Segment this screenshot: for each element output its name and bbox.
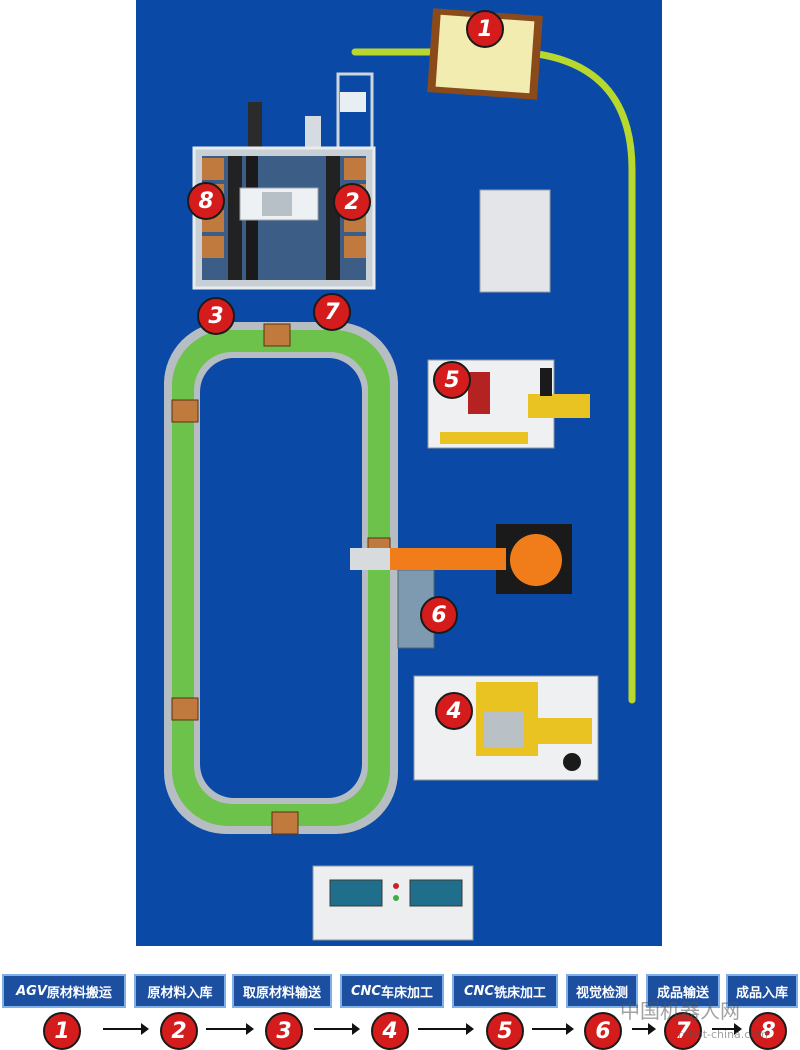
- step-7-text: 成品输送: [656, 985, 709, 1001]
- step-3-text: 取原材料输送: [242, 985, 321, 1001]
- watermark-site: robot-china.com: [678, 1028, 768, 1041]
- step-5-text: 铣床加工: [493, 985, 546, 1001]
- industrial-robot: [350, 524, 572, 649]
- staging-table: [479, 189, 551, 293]
- step-6-label: 视觉检测: [566, 974, 638, 1008]
- marker-7: 7: [313, 293, 351, 331]
- step-1-text: 原材料搬运: [46, 985, 112, 1001]
- loop-conveyor: [164, 322, 398, 835]
- marker-3: 3: [197, 297, 235, 335]
- marker-5: 5: [433, 361, 471, 399]
- flow-arrow-6: [632, 1023, 656, 1035]
- step-3-label: 取原材料输送: [232, 974, 332, 1008]
- step-3-number: 3: [265, 1012, 303, 1050]
- flow-arrow-7: [712, 1023, 742, 1035]
- step-8-label: 成品入库: [726, 974, 798, 1008]
- marker-4: 4: [435, 692, 473, 730]
- step-6-text: 视觉检测: [575, 985, 628, 1001]
- step-1-number: 1: [43, 1012, 81, 1050]
- watermark-brand: 中国机器人网: [620, 999, 740, 1023]
- marker-8: 8: [187, 182, 225, 220]
- marker-6: 6: [420, 596, 458, 634]
- step-4-prefix: CNC: [351, 983, 381, 999]
- agv-cart: [427, 8, 543, 100]
- step-5-number: 5: [486, 1012, 524, 1050]
- step-4-number: 4: [371, 1012, 409, 1050]
- flow-arrow-1: [103, 1023, 149, 1035]
- step-7-label: 成品输送: [646, 974, 720, 1008]
- step-8-number: 8: [749, 1012, 787, 1050]
- marker-1: 1: [466, 10, 504, 48]
- step-2-text: 原材料入库: [147, 985, 213, 1001]
- step-1-prefix: AGV: [16, 983, 47, 999]
- step-5-prefix: CNC: [464, 983, 494, 999]
- step-7-number: 7: [664, 1012, 702, 1050]
- flow-arrow-4: [418, 1023, 474, 1035]
- step-8-text: 成品入库: [735, 985, 788, 1001]
- step-2-number: 2: [160, 1012, 198, 1050]
- marker-2: 2: [333, 183, 371, 221]
- control-cabinet: [312, 865, 474, 941]
- flow-arrow-2: [206, 1023, 254, 1035]
- flow-arrow-3: [314, 1023, 360, 1035]
- cnc-lathe: [413, 675, 599, 781]
- flow-arrow-5: [532, 1023, 574, 1035]
- step-4-text: 车床加工: [380, 985, 433, 1001]
- watermark-logo: 中国机器人网 robot-china.com: [620, 999, 768, 1041]
- step-2-label: 原材料入库: [134, 974, 226, 1008]
